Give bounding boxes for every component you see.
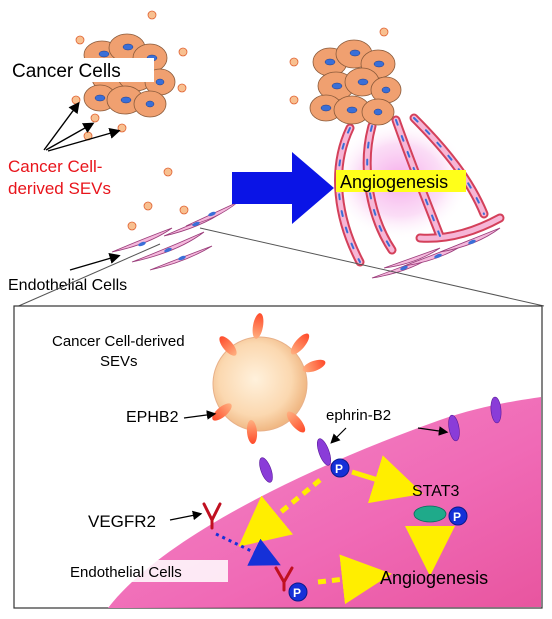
phospho-vegfr2 [288,582,308,602]
endothelial-nuclei-left [138,211,216,261]
phospho-stat3 [448,506,468,526]
phospho-ephrin-label: P [335,462,343,476]
vegfr2-pointer [169,510,203,521]
cancer-cells-label-bg [8,58,154,82]
phospho-ephrin [330,458,350,478]
cancer-cell-cluster-right [309,39,402,126]
cancer-cells-label: Cancer Cells [12,61,121,82]
inset-sevs-label-line1: Cancer Cell-derived [52,333,185,350]
endothelial-nuclei-right [400,239,476,271]
ephb2-label: EPHB2 [126,409,179,426]
sev-particles-left [71,10,189,231]
ephb2-pointer [183,410,217,420]
stat3-label: STAT3 [412,483,460,500]
endothelial-cells-label: Endothelial Cells [8,277,127,294]
angiogenesis-label-top: Angiogenesis [340,172,448,192]
zoom-connector-lines [13,227,545,309]
endothelial-cells-left [111,201,239,271]
sev-pointer-lines [43,101,121,152]
vegfr2-label: VEGFR2 [88,512,156,531]
endothelial-cells-inset-label: Endothelial Cells [70,564,182,581]
phospho-vegfr2-label: P [293,586,301,600]
vegfr2-to-angiogenesis-arrow [317,554,392,605]
endothelial-cells-right [371,227,501,279]
transition-arrow [232,152,334,224]
endothelial-inset-label-bg [68,560,228,582]
angiogenesis-highlight [336,170,466,192]
ephrin-to-vegfr2-dashed-arrow [238,478,322,547]
cancer-sevs-label-line1: Cancer Cell- [8,157,102,176]
sev-particles-right [289,27,389,105]
ephrin-b2-label: ephrin-B2 [326,407,391,424]
cancer-sevs-label-line2: derived SEVs [8,179,111,198]
vegfr2-receptor [202,502,222,530]
endothelial-pointer-line [69,252,121,271]
ephrin-b2-pointer-2 [417,426,449,436]
phospho-stat3-label: P [453,510,461,524]
sev-sphere [212,313,326,444]
vegfr2-phosphorylated [274,566,294,592]
ephrin-b2-pointer [330,427,347,444]
ephrin-b2-receptors [259,396,502,483]
vegfr2-activation-arrow [215,532,281,566]
stat3-molecule [413,505,447,523]
ephrin-to-stat3-arrow [351,455,424,504]
inset-sevs-label-line2: SEVs [100,353,138,370]
angiogenesis-label-inset: Angiogenesis [380,568,488,588]
